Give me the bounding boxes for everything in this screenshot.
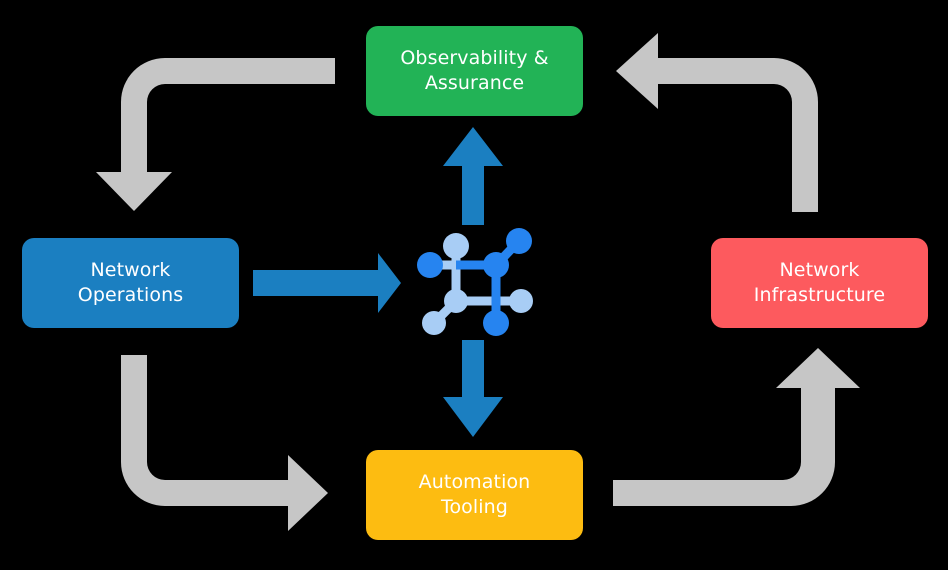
arrow-center-to-automation [443,340,503,437]
arrow-automation-to-infrastructure [613,348,860,506]
node-label-network-operations: Network Operations [77,258,184,306]
node-label-network-infrastructure: Network Infrastructure [753,258,886,306]
arrow-operations-to-automation [121,355,328,531]
arrow-observability-to-operations [96,58,335,211]
node-box-observability[interactable]: Observability & Assurance [366,26,583,116]
node-box-network-operations[interactable]: Network Operations [22,238,239,328]
arrow-infrastructure-to-observability [616,33,818,212]
arrow-center-to-observability [443,127,503,225]
node-label-automation-tooling: Automation Tooling [418,470,531,518]
node-label-observability: Observability & Assurance [400,46,549,94]
node-box-automation-tooling[interactable]: Automation Tooling [366,450,583,540]
network-topology-icon [417,228,533,336]
node-box-network-infrastructure[interactable]: Network Infrastructure [711,238,928,328]
arrow-operations-to-center [253,253,401,313]
